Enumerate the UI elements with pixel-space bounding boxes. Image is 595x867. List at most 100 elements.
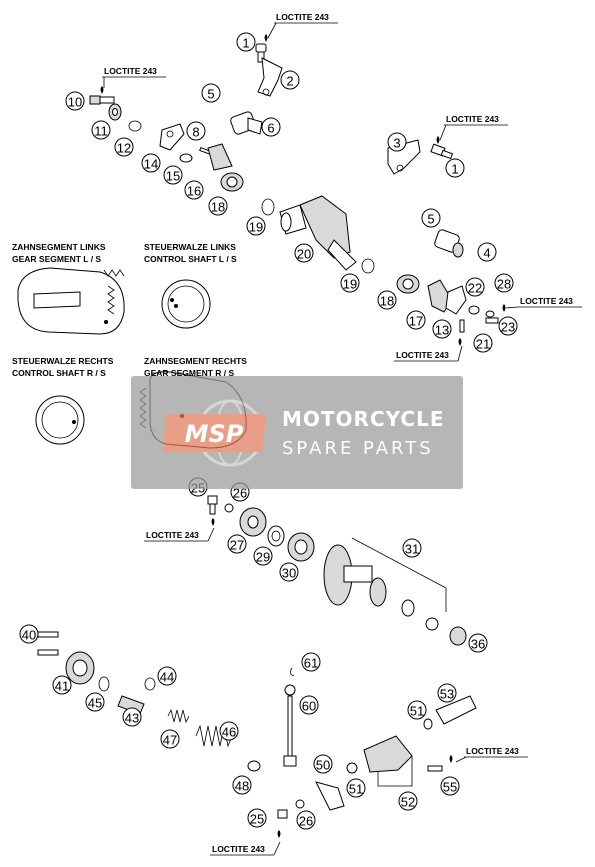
loctite-label: LOCTITE 243 (104, 66, 157, 76)
watermark-line-2: SPARE PARTS (282, 438, 434, 459)
callout-28: 29 (253, 546, 273, 566)
washer-part-11 (108, 103, 122, 121)
callout-41: 41 (52, 675, 72, 695)
svg-text:6: 6 (267, 121, 274, 136)
svg-text:13: 13 (435, 323, 449, 338)
gear-part-27 (239, 507, 267, 537)
callout-3: 3 (387, 132, 407, 152)
watermark-line-1: MOTORCYCLE (282, 407, 444, 431)
caption-control-shaft-left-de: STEUERWALZE LINKS (144, 242, 236, 252)
svg-text:27: 27 (230, 538, 244, 553)
watermark-logo-text: MSP (185, 420, 244, 448)
callouts: 1 2 5 6 10 11 12 8 14 15 16 18 19 20 19 … (19, 32, 518, 830)
control-shaft-left-drawing (161, 279, 211, 329)
callout-30: 30 (279, 562, 299, 582)
callout-10: 10 (65, 91, 85, 111)
bracket-part-53 (435, 695, 477, 725)
bolt-part-25-bottom (277, 809, 288, 819)
callout-40: 40 (19, 624, 39, 644)
svg-text:47: 47 (163, 733, 177, 748)
svg-text:19: 19 (249, 220, 263, 235)
callout-50: 50 (313, 754, 333, 774)
callout-6: 6 (261, 117, 281, 137)
loctite-label: LOCTITE 243 (396, 350, 449, 360)
loctite-note-right-top: LOCTITE 243 (436, 114, 508, 144)
rod-part-60 (283, 684, 297, 767)
washer-part-26-bottom (295, 799, 305, 809)
callout-51-right: 51 (407, 700, 427, 720)
svg-text:45: 45 (88, 696, 102, 711)
bolt-part-1-top (255, 43, 267, 63)
lever-part-50 (315, 781, 345, 811)
svg-text:12: 12 (117, 141, 131, 156)
caption-gear-segment-right-en: GEAR SEGMENT R / S (144, 368, 235, 378)
svg-text:1: 1 (451, 162, 458, 177)
svg-text:10: 10 (68, 95, 82, 110)
svg-text:14: 14 (144, 157, 158, 172)
callout-4-top: 5 (201, 83, 221, 103)
bolt-part-25-top (207, 495, 218, 515)
loctite-notes: LOCTITE 243 LOCTITE 243 LOCTITE 243 LOCT… (100, 12, 582, 856)
cam-part-5 (434, 229, 464, 258)
loctite-label: LOCTITE 243 (212, 844, 265, 854)
loctite-note-right-mid: LOCTITE 243 (502, 296, 582, 312)
callout-1-right: 1 (445, 158, 465, 178)
svg-text:29: 29 (256, 550, 270, 565)
callout-29: 28 (494, 273, 514, 293)
pin-part-21 (459, 319, 465, 333)
callout-27: 27 (227, 534, 247, 554)
callout-20: 20 (294, 243, 314, 263)
arm-part-14 (159, 123, 185, 151)
svg-text:17: 17 (409, 314, 423, 329)
caption-control-shaft-right-de: STEUERWALZE RECHTS (12, 356, 114, 366)
washer-part-51-left (346, 762, 358, 774)
svg-text:5: 5 (207, 87, 214, 102)
callout-19-top: 19 (246, 216, 266, 236)
svg-text:30: 30 (282, 566, 296, 581)
o-ring-part-19-top (261, 198, 275, 216)
svg-text:16: 16 (187, 184, 201, 199)
svg-text:41: 41 (55, 679, 69, 694)
washer-part-22 (468, 305, 480, 315)
svg-text:53: 53 (440, 687, 454, 702)
callout-15: 15 (163, 165, 183, 185)
loctite-label: LOCTITE 243 (466, 746, 519, 756)
callout-17: 17 (406, 310, 426, 330)
svg-text:51: 51 (349, 782, 363, 797)
cap-part-48 (247, 760, 261, 772)
svg-text:43: 43 (125, 711, 139, 726)
svg-text:50: 50 (316, 758, 330, 773)
callout-31: 31 (402, 538, 422, 558)
callout-14: 14 (141, 153, 161, 173)
svg-text:18: 18 (211, 200, 225, 215)
callout-51-left: 51 (346, 778, 366, 798)
svg-text:19: 19 (343, 277, 357, 292)
callout-4-right: 4 (477, 242, 497, 262)
loctite-label: LOCTITE 243 (146, 530, 199, 540)
callout-61: 61 (301, 652, 321, 672)
shaft-assembly-part-31 (323, 537, 447, 631)
callout-11: 11 (91, 120, 111, 140)
svg-text:46: 46 (222, 725, 236, 740)
svg-text:22: 22 (468, 281, 482, 296)
svg-text:40: 40 (22, 628, 36, 643)
bolt-part-10 (89, 95, 115, 105)
callout-44: 44 (157, 666, 177, 686)
loctite-label: LOCTITE 243 (520, 296, 573, 306)
control-shaft-part-20 (279, 195, 357, 271)
callout-5: 5 (421, 208, 441, 228)
callout-13: 13 (432, 319, 452, 339)
svg-text:51: 51 (410, 704, 424, 719)
bolt-part-40 (37, 631, 59, 656)
washer-part-26-top (224, 503, 234, 513)
callout-60: 60 (299, 695, 319, 715)
svg-text:1: 1 (242, 36, 249, 51)
callout-55: 55 (440, 776, 460, 796)
caption-control-shaft-right-en: CONTROL SHAFT R / S (12, 368, 106, 378)
bushing-part-36 (449, 626, 467, 646)
o-ring-part-19-bottom (361, 258, 375, 274)
callout-21: 21 (473, 333, 493, 353)
svg-text:48: 48 (235, 779, 249, 794)
loctite-note-right-lower: LOCTITE 243 (394, 338, 463, 362)
bushing-part-18-left (220, 172, 244, 192)
